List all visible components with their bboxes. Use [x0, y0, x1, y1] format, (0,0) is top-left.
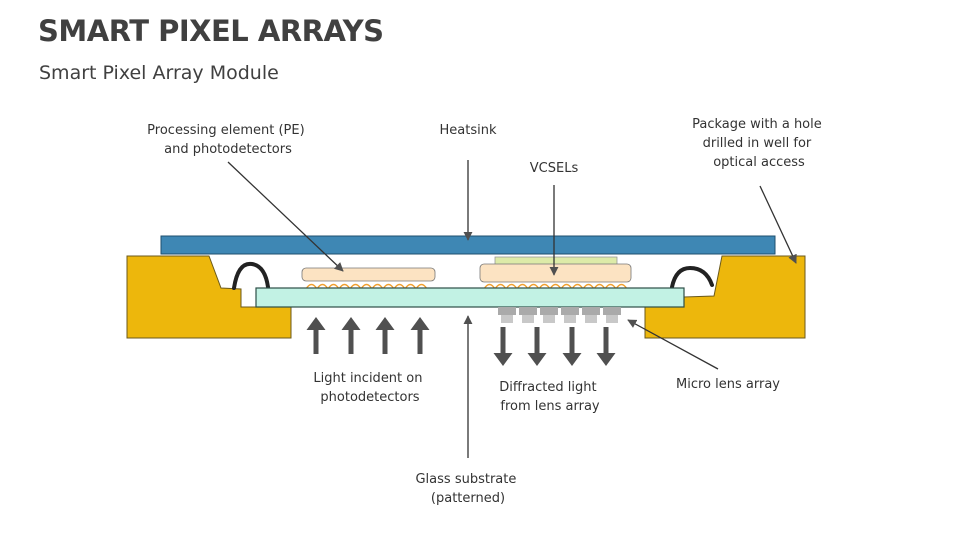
down-arrow — [596, 327, 616, 366]
micro-lens — [585, 315, 597, 323]
label-package-line2: drilled in well for — [703, 136, 812, 151]
down-arrow — [562, 327, 582, 366]
label-vcsels: VCSELs — [530, 161, 579, 176]
label-diffracted-light: Diffracted light from lens array — [499, 380, 600, 414]
label-glass-substrate: Glass substrate (patterned) — [415, 472, 520, 506]
label-micro-lens-line1: Micro lens array — [676, 377, 780, 392]
pointer-pe — [227, 161, 344, 272]
micro-lens — [501, 315, 513, 323]
label-processing-element: Processing element (PE) and photodetecto… — [147, 123, 309, 157]
label-light-incident-line2: photodetectors — [320, 390, 419, 405]
label-package: Package with a hole drilled in well for … — [692, 117, 826, 170]
diffracted-light-arrows — [493, 327, 616, 366]
pe-chip — [301, 267, 436, 282]
vcsel-coil-path — [483, 283, 628, 290]
micro-lens — [606, 315, 618, 323]
pe-coil-bumps — [305, 283, 428, 290]
up-arrow — [410, 317, 430, 354]
label-light-incident: Light incident on photodetectors — [313, 371, 426, 405]
up-arrow — [306, 317, 326, 354]
micro-lens — [543, 315, 555, 323]
label-package-line1: Package with a hole — [692, 117, 822, 132]
vcsel-coil-bumps — [483, 283, 628, 290]
wire-bond-left — [232, 261, 270, 290]
label-light-incident-line1: Light incident on — [313, 371, 422, 386]
label-heatsink: Heatsink — [440, 123, 497, 138]
label-glass-substrate-line2: (patterned) — [431, 491, 505, 506]
label-heatsink-line1: Heatsink — [440, 123, 497, 138]
micro-lens-base — [603, 307, 621, 315]
micro-lens-base — [519, 307, 537, 315]
micro-lens-base — [582, 307, 600, 315]
glass-substrate — [255, 287, 685, 308]
label-diffracted-light-line2: from lens array — [500, 399, 600, 414]
package-left — [126, 255, 292, 339]
down-arrow — [527, 327, 547, 366]
label-vcsels-line1: VCSELs — [530, 161, 579, 176]
micro-lens-base — [540, 307, 558, 315]
down-arrow — [493, 327, 513, 366]
pointer-package — [759, 185, 797, 264]
page-title: SMART PIXEL ARRAYS — [38, 14, 384, 48]
label-diffracted-light-line1: Diffracted light — [499, 380, 596, 395]
pointer-micro-lens — [627, 319, 719, 370]
label-processing-element-line2: and photodetectors — [164, 142, 292, 157]
label-processing-element-line1: Processing element (PE) — [147, 123, 305, 138]
incident-light-arrows — [306, 317, 430, 354]
micro-lens-array — [498, 307, 621, 323]
label-package-line3: optical access — [713, 155, 805, 170]
micro-lens-base — [561, 307, 579, 315]
micro-lens-base — [498, 307, 516, 315]
up-arrow — [341, 317, 361, 354]
wire-bond-right — [670, 265, 714, 289]
up-arrow — [375, 317, 395, 354]
micro-lens — [564, 315, 576, 323]
pe-coil-path — [305, 283, 428, 290]
page-subtitle: Smart Pixel Array Module — [39, 62, 279, 84]
label-glass-substrate-line1: Glass substrate — [415, 472, 516, 487]
vcsel-chip — [479, 263, 632, 283]
micro-lens — [522, 315, 534, 323]
label-micro-lens: Micro lens array — [676, 377, 780, 392]
